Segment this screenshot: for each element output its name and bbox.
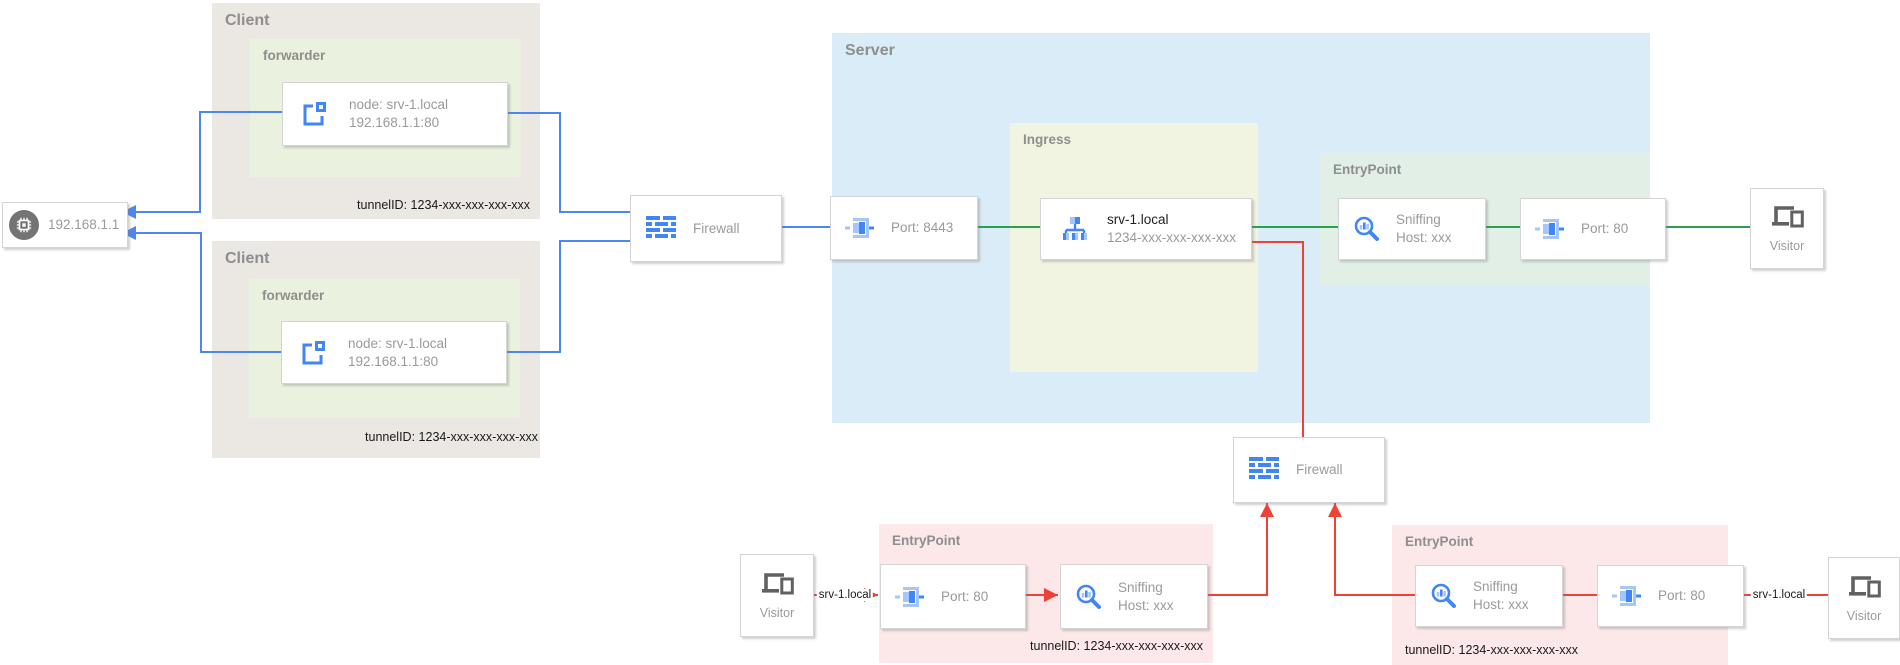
port-icon (845, 214, 875, 242)
port-icon (895, 583, 925, 611)
edge-node2-to-host[interactable] (122, 226, 281, 353)
container-label: EntryPoint (892, 533, 961, 548)
node-visitor-top[interactable]: Visitor (1750, 188, 1824, 269)
edge-label-srv-1-local-left: srv-1.local (816, 589, 874, 601)
node-label: Visitor (1769, 239, 1805, 254)
node-label: Port: 80 (1581, 221, 1629, 237)
node-label: Visitor (1846, 608, 1882, 623)
edge-sniffing-bl-to-firewall-bottom[interactable] (1192, 503, 1274, 596)
sniffing-icon (1430, 582, 1458, 610)
node-firewall-top[interactable]: Firewall (630, 195, 782, 262)
node-firewall-bottom[interactable]: Firewall (1233, 437, 1385, 503)
devices-icon (1845, 572, 1883, 602)
edge-firewall-to-node1[interactable] (492, 106, 630, 213)
edge-node1-to-host[interactable] (122, 111, 282, 219)
tunnel-id-bottom-left: tunnelID: 1234-xxx-xxx-xxx-xxx (1030, 639, 1203, 653)
node-port-80-bottom-right[interactable]: Port: 80 (1597, 565, 1744, 627)
container-label: EntryPoint (1405, 534, 1474, 549)
edge-sniffing-br-to-firewall-bottom[interactable] (1328, 503, 1415, 596)
container-label: EntryPoint (1333, 162, 1402, 177)
container-label: Ingress (1023, 132, 1072, 147)
tunnel-id-bottom-right: tunnelID: 1234-xxx-xxx-xxx-xxx (1405, 643, 1578, 657)
hierarchy-icon (1061, 215, 1089, 243)
node-port-80-top[interactable]: Port: 80 (1520, 198, 1666, 260)
node-host[interactable]: 192.168.1.1 (2, 202, 128, 248)
node-label: Port: 8443 (891, 220, 954, 236)
devices-icon (1768, 202, 1806, 232)
sniffing-icon (1075, 583, 1103, 611)
container-label: forwarder (263, 48, 326, 63)
node-label: Firewall (693, 220, 740, 236)
edge-label-srv-1-local-right: srv-1.local (1750, 589, 1808, 601)
port-icon (1612, 582, 1642, 610)
node-label: Port: 80 (1658, 588, 1706, 604)
node-label: 192.168.1.1 (48, 217, 120, 233)
node-port-8443[interactable]: Port: 8443 (830, 196, 978, 260)
node-label: Firewall (1296, 462, 1343, 478)
node-icon (299, 99, 329, 129)
node-label: Port: 80 (941, 588, 989, 604)
node-icon (298, 338, 328, 368)
sniffing-icon (1353, 215, 1381, 243)
node-port-80-bottom-left[interactable]: Port: 80 (880, 564, 1026, 629)
container-label: Server (845, 42, 895, 59)
tunnel-id-client-2: tunnelID: 1234-xxx-xxx-xxx-xxx (365, 430, 538, 444)
container-label: Client (225, 250, 270, 267)
chip-icon (9, 210, 39, 240)
node-visitor-bottom-right[interactable]: Visitor (1828, 557, 1900, 639)
container-label: forwarder (262, 288, 325, 303)
devices-icon (758, 569, 796, 599)
edge-firewall-bottom-to-srv[interactable] (1232, 235, 1304, 437)
node-label: Visitor (759, 606, 795, 621)
node-visitor-bottom-left[interactable]: Visitor (740, 554, 814, 637)
port-icon (1535, 215, 1565, 243)
container-label: Client (225, 12, 270, 29)
firewall-icon (1249, 456, 1281, 484)
tunnel-id-client-1: tunnelID: 1234-xxx-xxx-xxx-xxx (357, 198, 530, 212)
edge-firewall-to-node2[interactable] (492, 240, 630, 359)
firewall-icon (646, 215, 678, 243)
